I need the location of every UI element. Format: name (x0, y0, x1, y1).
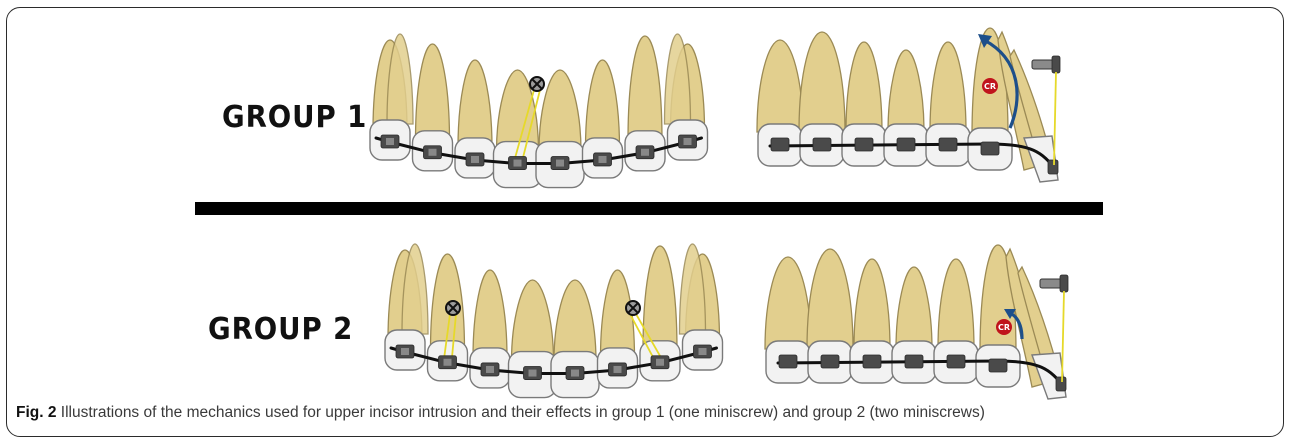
bracket (779, 355, 797, 368)
center-of-resistance-label: CR (998, 323, 1010, 332)
tooth-root (938, 259, 974, 349)
bracket (897, 138, 915, 151)
bracket-slot (556, 160, 564, 167)
tooth-root (416, 44, 450, 141)
group2-frontal-illustration (385, 240, 725, 395)
bracket-slot (684, 138, 692, 145)
incisor-bracket (1048, 160, 1058, 174)
miniscrew-icon (626, 301, 640, 315)
caption-text: Illustrations of the mechanics used for … (56, 404, 984, 421)
bracket-slot (401, 348, 409, 355)
tooth-root (930, 42, 966, 132)
bracket-slot (614, 366, 622, 373)
group1-frontal-illustration (370, 30, 710, 185)
tooth-root (628, 36, 662, 141)
bracket (947, 355, 965, 368)
bracket (813, 138, 831, 151)
tooth-root (807, 249, 853, 349)
bracket-slot (471, 156, 479, 163)
miniscrew-icon (446, 301, 460, 315)
incisor-bracket (1056, 377, 1066, 391)
group1-lateral-illustration: CR (752, 20, 1072, 190)
tooth-root (539, 70, 581, 152)
tooth-root (799, 32, 845, 132)
miniscrew-icon (530, 77, 544, 91)
bracket-slot (386, 138, 394, 145)
bracket-slot (656, 359, 664, 366)
bracket-slot (699, 348, 707, 355)
tooth-root (554, 280, 596, 362)
bracket (771, 138, 789, 151)
divider-bar (195, 202, 1103, 215)
bracket (863, 355, 881, 368)
tooth-root (888, 50, 924, 132)
tooth-root (765, 257, 811, 349)
group2-label: GROUP 2 (208, 312, 353, 347)
miniscrew-head (1060, 275, 1068, 292)
bracket-slot (641, 149, 649, 156)
elastic-ligature (1054, 72, 1056, 165)
tooth-root (512, 280, 554, 362)
bracket-slot (486, 366, 494, 373)
miniscrew-head (1052, 56, 1060, 73)
group2-lateral-illustration: CR (760, 237, 1080, 402)
figure-caption: Fig. 2 Illustrations of the mechanics us… (16, 404, 1278, 422)
bracket-slot (444, 359, 452, 366)
tooth-root (846, 42, 882, 132)
bracket-slot (529, 370, 537, 377)
tooth-root (458, 60, 492, 148)
tooth-root (896, 267, 932, 349)
bracket-slot (571, 370, 579, 377)
center-of-resistance-label: CR (984, 82, 996, 91)
group1-label: GROUP 1 (222, 100, 367, 135)
tooth-root (854, 259, 890, 349)
tooth-root (586, 60, 620, 148)
bracket (989, 359, 1007, 372)
caption-prefix: Fig. 2 (16, 404, 56, 421)
tooth-root (473, 270, 507, 358)
tooth-root (757, 40, 803, 132)
bracket (855, 138, 873, 151)
bracket (821, 355, 839, 368)
bracket (981, 142, 999, 155)
bracket (939, 138, 957, 151)
bracket (905, 355, 923, 368)
bracket-slot (429, 149, 437, 156)
bracket-slot (599, 156, 607, 163)
elastic-ligature (1062, 291, 1064, 382)
bracket-slot (514, 160, 522, 167)
